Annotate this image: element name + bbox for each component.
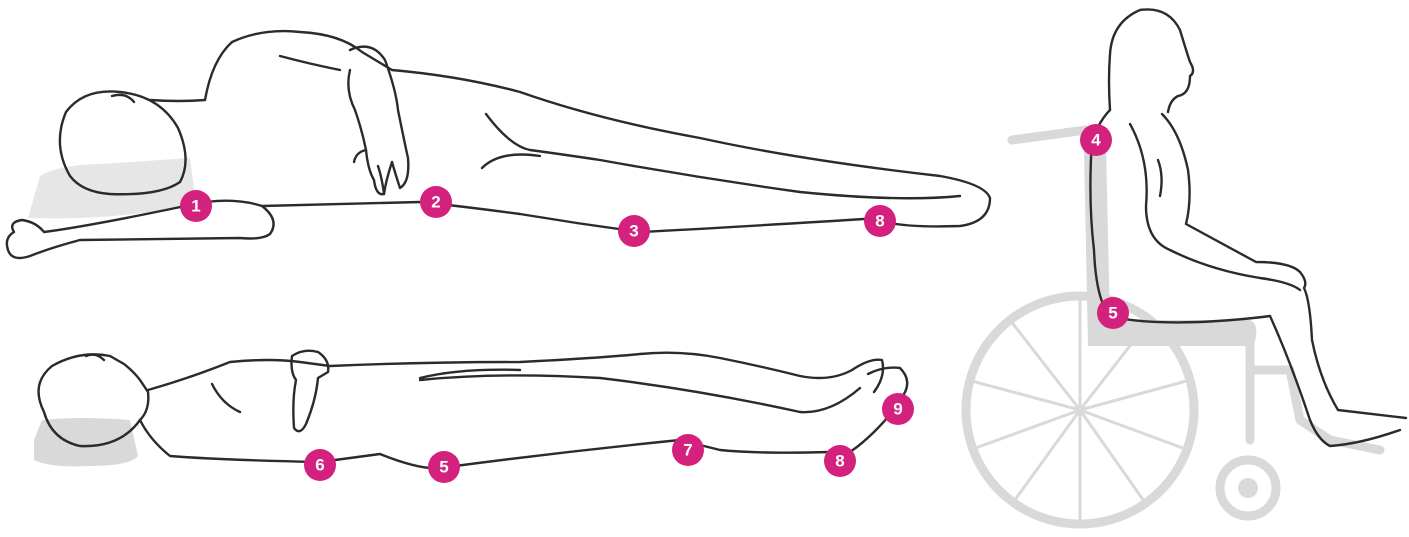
marker-side-3: 3 <box>618 215 650 247</box>
marker-side-8: 8 <box>864 205 896 237</box>
seated-head <box>1109 9 1193 112</box>
side-thigh-line <box>482 155 540 169</box>
marker-label: 9 <box>893 400 902 419</box>
marker-side-2: 2 <box>420 186 452 218</box>
wheelchair-caster-hub <box>1238 478 1258 498</box>
marker-supine-7: 7 <box>672 434 704 466</box>
wheelchair-handle <box>1012 130 1086 140</box>
marker-label: 2 <box>431 193 440 212</box>
marker-label: 5 <box>1108 304 1117 323</box>
marker-seated-5: 5 <box>1097 297 1129 329</box>
side-hip-line <box>486 114 960 198</box>
supine-body-lines <box>212 370 860 412</box>
side-shoulder-line <box>280 56 340 70</box>
supine-figure <box>34 351 907 469</box>
marker-label: 3 <box>629 222 638 241</box>
marker-label: 5 <box>439 458 448 477</box>
marker-label: 6 <box>315 456 324 475</box>
side-ear <box>112 95 134 102</box>
side-bottom-line <box>262 202 880 232</box>
marker-label: 8 <box>875 212 884 231</box>
wheelchair <box>966 130 1380 524</box>
marker-label: 7 <box>683 441 692 460</box>
marker-side-1: 1 <box>180 190 212 222</box>
marker-supine-5: 5 <box>428 451 460 483</box>
marker-label: 1 <box>191 197 200 216</box>
supine-torso-top <box>148 353 883 392</box>
seated-arm <box>1130 124 1300 290</box>
marker-label: 8 <box>835 452 844 471</box>
side-hand-fingers <box>354 150 384 194</box>
wheelchair-frame <box>1250 346 1380 450</box>
side-upper-arm <box>348 47 408 195</box>
marker-supine-9: 9 <box>882 393 914 425</box>
marker-supine-6: 6 <box>304 449 336 481</box>
seated-chest-line <box>1158 160 1162 196</box>
marker-supine-8: 8 <box>824 445 856 477</box>
supine-bottom-line <box>140 420 830 468</box>
marker-label: 4 <box>1091 131 1101 150</box>
side-lying-figure <box>7 31 990 258</box>
wheelchair-figure <box>966 9 1406 524</box>
markers: 1 2 3 8 6 5 7 8 9 4 5 <box>180 124 1129 483</box>
marker-seated-4: 4 <box>1080 124 1112 156</box>
